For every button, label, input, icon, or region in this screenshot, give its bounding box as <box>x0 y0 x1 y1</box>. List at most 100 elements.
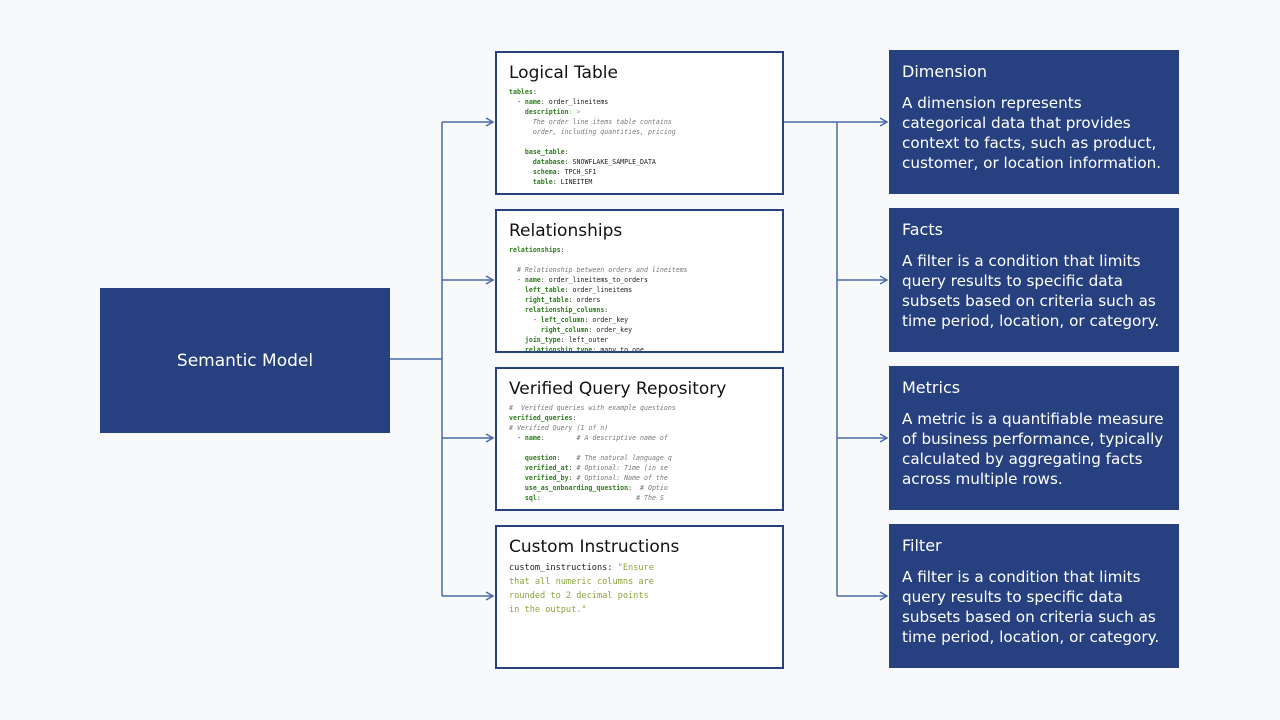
relationships-title: Relationships <box>509 221 623 241</box>
code-line: verified_by: # Optional: Name of the <box>509 473 770 483</box>
code-line: right_column: order_key <box>509 325 770 335</box>
code-token: tables <box>509 88 533 96</box>
code-token <box>509 336 525 344</box>
code-token: : SNOWFLAKE_SAMPLE_DATA <box>564 158 656 166</box>
code-token: verified_at <box>524 464 569 472</box>
code-token: - <box>509 98 525 106</box>
code-token: name <box>524 98 541 106</box>
verified-query-repository-title: Verified Query Repository <box>509 379 727 399</box>
code-token <box>509 178 533 186</box>
code-token: # Optional: Time (in se <box>576 464 668 472</box>
code-token: : LINEITEM <box>552 178 593 186</box>
verified-query-repository-code: # Verified queries with example question… <box>509 403 770 503</box>
code-token: : <box>556 454 577 462</box>
code-line: table: LINEITEM <box>509 177 770 187</box>
code-token: : <box>536 494 637 502</box>
code-line <box>509 443 770 453</box>
code-line: - name: order_lineitems <box>509 97 770 107</box>
code-line: # Verified queries with example question… <box>509 403 770 413</box>
code-line: relationship_type: many_to_one <box>509 345 770 353</box>
code-token: left_column <box>540 316 585 324</box>
semantic-model-box: Semantic Model <box>100 288 390 433</box>
code-token: schema <box>532 168 557 176</box>
code-token: relationship_type <box>524 346 593 353</box>
relationships-code: relationships: # Relationship between or… <box>509 245 770 353</box>
metrics-description: A metric is a quantifiable measure of bu… <box>902 410 1164 488</box>
code-token: # The S <box>636 494 664 502</box>
code-token: join_type <box>524 336 561 344</box>
code-token: : <box>568 464 577 472</box>
code-token: : <box>607 563 618 573</box>
code-line: The order line items table contains <box>509 117 770 127</box>
code-line <box>509 137 770 147</box>
code-token: rounded to 2 decimal points <box>509 591 649 601</box>
code-token: "Ensure <box>617 563 654 573</box>
filter-box: Filter A filter is a condition that limi… <box>889 524 1179 668</box>
code-token: that all numeric columns are <box>509 577 654 587</box>
code-token: : left_outer <box>560 336 609 344</box>
code-token: use_as_onboarding_question <box>524 484 629 492</box>
dimension-box: Dimension A dimension represents categor… <box>889 50 1179 194</box>
code-token: # A descriptive name of <box>576 434 668 442</box>
code-line: order, including quantities, pricing <box>509 127 770 137</box>
code-token <box>509 346 525 351</box>
code-line: verified_queries: <box>509 413 770 423</box>
relationships-box: Relationships relationships: # Relations… <box>495 209 784 353</box>
code-line: relationships: <box>509 245 770 255</box>
code-token: description <box>524 108 569 116</box>
code-token: # Optio <box>640 484 668 492</box>
code-token <box>509 306 525 314</box>
code-line: verified_at: # Optional: Time (in se <box>509 463 770 473</box>
verified-query-repository-box: Verified Query Repository # Verified que… <box>495 367 784 511</box>
code-token: relationships <box>509 246 561 254</box>
code-token: sql <box>524 494 537 502</box>
code-token <box>509 326 541 334</box>
code-token: # Verified Query (1 of n) <box>509 424 609 432</box>
code-token <box>509 464 525 472</box>
code-token: : <box>560 246 565 254</box>
code-token: : <box>532 88 537 96</box>
code-token: : <box>564 148 569 156</box>
code-token: # Relationship between orders and lineit… <box>509 266 688 274</box>
code-token: - <box>509 434 525 442</box>
code-token <box>509 474 525 482</box>
code-token: base_table <box>524 148 565 156</box>
code-line: in the output." <box>509 603 770 617</box>
code-line: base_table: <box>509 147 770 157</box>
code-token: right_column <box>540 326 589 334</box>
code-line: use_as_onboarding_question: # Optio <box>509 483 770 493</box>
code-token: : order_key <box>584 316 629 324</box>
code-token: : <box>604 306 609 314</box>
code-token: : order_key <box>588 326 633 334</box>
code-token <box>509 296 525 304</box>
code-token: verified_by <box>524 474 569 482</box>
code-token: right_table <box>524 296 569 304</box>
logical-table-title: Logical Table <box>509 63 618 83</box>
custom-instructions-title: Custom Instructions <box>509 537 680 557</box>
code-line: rounded to 2 decimal points <box>509 589 770 603</box>
code-token: : > <box>568 108 581 116</box>
dimension-description: A dimension represents categorical data … <box>902 94 1162 172</box>
code-line: - left_column: order_key <box>509 315 770 325</box>
facts-title: Facts <box>902 220 943 239</box>
dimension-title: Dimension <box>902 62 988 81</box>
code-line: that all numeric columns are <box>509 575 770 589</box>
code-token <box>509 494 525 502</box>
code-line: # Relationship between orders and lineit… <box>509 265 770 275</box>
custom-instructions-box: Custom Instructions custom_instructions:… <box>495 525 784 669</box>
code-line: database: SNOWFLAKE_SAMPLE_DATA <box>509 157 770 167</box>
code-token: question <box>524 454 557 462</box>
code-token: : <box>540 434 577 442</box>
code-line: # Verified Query (1 of n) <box>509 423 770 433</box>
code-token: table <box>532 178 553 186</box>
code-token: : order_lineitems <box>540 98 609 106</box>
code-token: name <box>524 434 541 442</box>
code-token: : <box>568 474 577 482</box>
code-token: database <box>532 158 565 166</box>
code-token: left_table <box>524 286 565 294</box>
code-token: relationship_columns <box>524 306 605 314</box>
code-token: : orders <box>568 296 601 304</box>
code-token <box>509 148 525 156</box>
